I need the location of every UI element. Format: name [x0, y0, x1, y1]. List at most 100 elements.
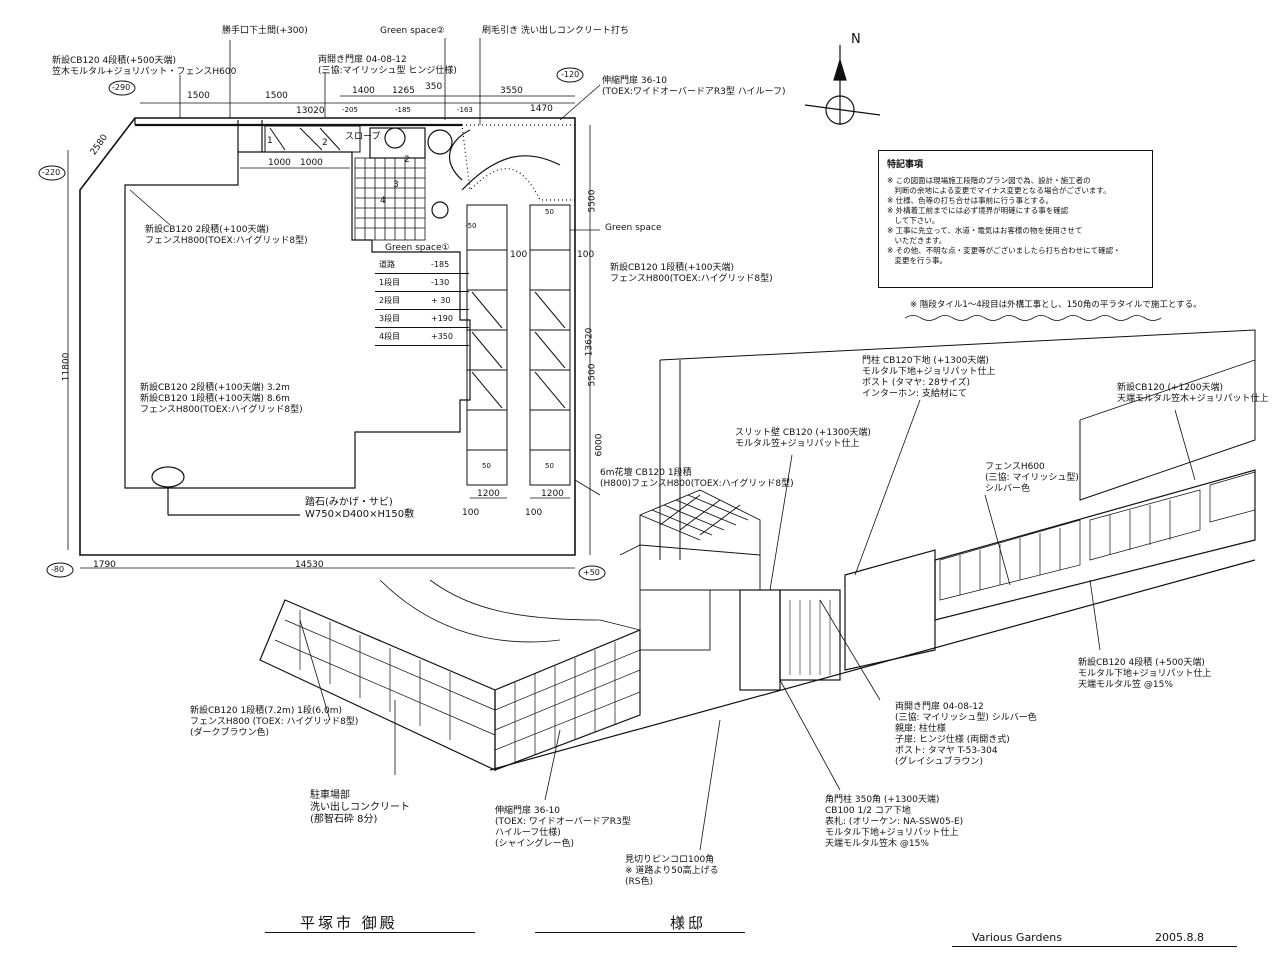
label-new-cb-4: 新設CB120 4段積 (+500天端)モルタル下地+ジョリパット仕上天端モルタ…: [1078, 658, 1212, 690]
step-level-table: 道路-185 1段目-130 2段目+ 30 3段目+190 4段目+350: [375, 256, 469, 346]
table-row: 2段目+ 30: [375, 291, 469, 310]
note-line: 変更を行う事。: [887, 256, 947, 265]
label-wash-concrete-top: 刷毛引き 洗い出しコンクリート打ち: [482, 26, 629, 36]
dim-step-2b: 2: [322, 138, 328, 148]
footer-underline-city: [265, 932, 475, 933]
label-slope: スロープ: [345, 132, 381, 142]
north-compass: [804, 45, 881, 125]
gate-double-door: [779, 589, 841, 681]
label-new-cb-step-fence: 新設CB120 1段積(7.2m) 1段(6.0m)フェンスH800 (TOEX…: [190, 706, 359, 738]
wash-concrete-area: [461, 124, 576, 201]
note-line: ※ その他、不明な点・変更等がございましたら打ち合わせにて確認・: [887, 246, 1121, 255]
label-kitchen-drain: 勝手口下土間(+300): [222, 26, 308, 36]
dim-205: -205: [342, 106, 358, 114]
footer-client: 様邸: [670, 914, 707, 932]
elevation-stairs: [619, 489, 761, 651]
dim-step-2: 2: [404, 155, 410, 165]
note-line: ※ 仕様、色等の打ち合せは事前に行う事とする。: [887, 196, 1053, 205]
footer-date: 2005.8.8: [1155, 931, 1204, 944]
notes-footnote: ※ 階段タイル1～4段目は外構工事とし、150角の平ラタイルで施工とする。: [910, 300, 1202, 310]
label-double-gate: 両開き門扉 04-08-12(三協: マイリッシュ型) シルバー色 親扉: 柱仕…: [895, 702, 1037, 767]
dim-1265: 1265: [392, 86, 415, 96]
label-new-cb-2-left: 新設CB120 2段積(+100天端)フェンスH800(TOEX:ハイグリッド8…: [145, 225, 308, 246]
dim-50a: 50: [482, 462, 491, 470]
gate-pillar-left: [739, 589, 781, 691]
dim-50d: 50: [545, 208, 554, 216]
stepping-stone: [151, 466, 185, 488]
label-edging: 見切りピンコロ100角※ 道路より50高上げる(RS色): [625, 855, 719, 887]
left-grid-fence: [259, 599, 641, 771]
notes-title: 特記事項: [887, 160, 924, 170]
label-stepping-stone: 踏石(みかげ・サビ)W750×D400×H150敷: [305, 497, 415, 520]
dim-163: -163: [457, 106, 473, 114]
label-new-cb-1-right: 新設CB120 1段積(+100天端)フェンスH800(TOEX:ハイグリッド8…: [610, 263, 773, 284]
fence-h600: [939, 471, 1256, 601]
note-line: 判断の余地による変更でマイナス変更となる場合がございます。: [887, 186, 1111, 195]
dim-14530: 14530: [295, 560, 324, 570]
table-row: 1段目-130: [375, 273, 469, 292]
dim-100b: 100: [525, 508, 543, 518]
level-290: -290: [112, 83, 131, 92]
level-80: -80: [51, 565, 65, 574]
dim-1500a: 1500: [187, 91, 210, 101]
dim-13620: 13620: [584, 327, 595, 357]
footer-city: 平塚市 御殿: [300, 914, 398, 932]
footer-company: Various Gardens: [972, 931, 1062, 944]
tile-landing: [354, 157, 426, 241]
note-line: ※ 外構着工前までには必ず境界が明確にする事を確認: [887, 206, 1069, 215]
slit-wall: [844, 549, 936, 671]
dim-3550: 3550: [500, 86, 523, 96]
dim-1470: 1470: [530, 104, 553, 114]
label-new-cb-bottom-right: 6m花壇 CB120 1段積(H800)フェンスH800(TOEX:ハイグリッド…: [600, 468, 794, 489]
parking-stalls: [466, 204, 571, 486]
dim-11800: 11800: [61, 352, 72, 382]
label-slide-gate-elev: 伸縮門扉 36-10(TOEX: ワイドオーバードアR3型 ハイルーフ仕様)(シ…: [495, 806, 631, 849]
dim-5500a: 5500: [587, 189, 598, 213]
dim-1790: 1790: [93, 560, 116, 570]
label-green-space-1: Green space①: [385, 243, 450, 253]
north-label: N: [851, 32, 861, 47]
dim-50b: 50: [545, 462, 554, 470]
label-green-space-2: Green space②: [380, 26, 445, 36]
label-parking: 駐車場部洗い出しコンクリート(那智石砕 8分): [310, 790, 410, 825]
level-220: -220: [42, 168, 61, 177]
dim-5500b: 5500: [587, 363, 598, 387]
note-line: ※ この図面は現場施工段階のプラン図で為、設計・施工者の: [887, 176, 1091, 185]
dim-1000a: 1000: [268, 158, 291, 168]
dim-1500b: 1500: [265, 91, 288, 101]
note-line: して下さい。: [887, 216, 940, 225]
special-notes-box: 特記事項 ※ この図面は現場施工段階のプラン図で為、設計・施工者の 判断の余地に…: [878, 150, 1153, 288]
right-boundary-wall: [934, 469, 1256, 621]
note-line: いただきます。: [887, 236, 947, 245]
label-gate-pillar: 門柱 CB120下地 (+1300天端)モルタル下地+ジョリパット仕上 ポスト …: [862, 356, 996, 399]
dim-step-1: 1: [267, 136, 273, 146]
footer-underline-client: [535, 932, 745, 933]
table-row: 道路-185: [375, 256, 469, 274]
dim-13020: 13020: [296, 106, 325, 116]
dim-step-3: 3: [393, 180, 399, 190]
property-boundary: [79, 117, 576, 556]
footer-underline-company: [952, 946, 1237, 947]
table-row: 3段目+190: [375, 309, 469, 328]
label-gate-door: 両開き門扉 04-08-12(三協:マイリッシュ型 ヒンジ仕様): [318, 55, 457, 76]
dim-100d: 100: [510, 250, 528, 260]
label-slit-wall: スリット壁 CB120 (+1300天端)モルタル笠+ジョリパット仕上: [735, 428, 871, 449]
dim-1200b: 1200: [541, 489, 564, 499]
dim-185: -185: [395, 106, 411, 114]
dim-1000b: 1000: [300, 158, 323, 168]
table-row: 4段目+350: [375, 327, 469, 346]
dim-350: 350: [425, 82, 443, 92]
label-new-cb-1200: 新設CB120 (+1200天端)天端モルタル笠木+ジョリパット仕上: [1117, 383, 1269, 404]
label-green-space: Green space: [605, 223, 662, 233]
label-fence-h600: フェンスH600(三協: マイリッシュ型)シルバー色: [985, 462, 1079, 494]
label-slide-gate-top: 伸縮門扉 36-10(TOEX:ワイドオーバードアR3型 ハイルーフ): [602, 76, 786, 97]
dim-1400: 1400: [352, 86, 375, 96]
dim-100a: 100: [462, 508, 480, 518]
label-new-cb-top: 新設CB120 4段積(+500天端)笠木モルタル+ジョリパット・フェンスH60…: [52, 56, 237, 77]
dim-step-4: 4: [380, 196, 386, 206]
level-50: +50: [583, 568, 600, 577]
dim-50c: -50: [465, 222, 477, 230]
dim-100c: 100: [577, 250, 595, 260]
